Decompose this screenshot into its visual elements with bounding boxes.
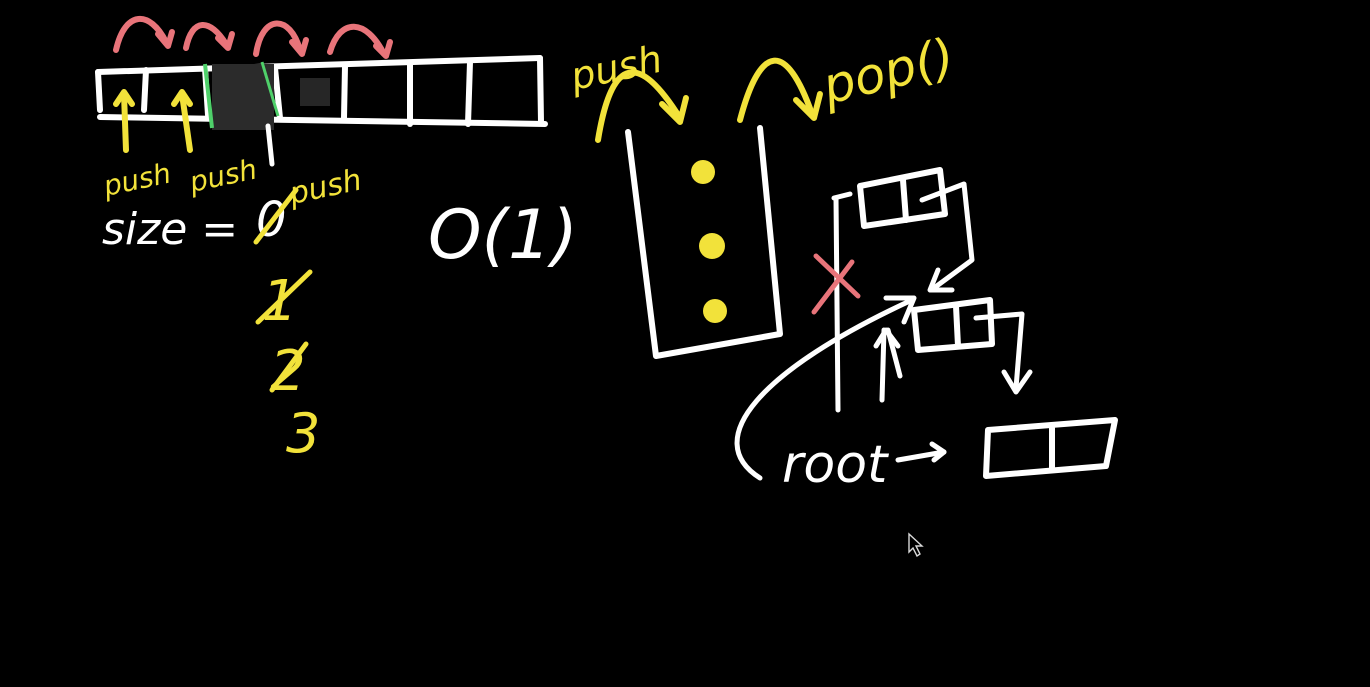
stack-arrows bbox=[595, 57, 823, 143]
complexity-label: O(1) bbox=[428, 196, 578, 275]
strike-0 bbox=[253, 187, 299, 245]
stack-pop-label: pop() bbox=[816, 27, 960, 116]
list-links bbox=[734, 181, 1033, 481]
stack-push-label: push bbox=[566, 37, 666, 99]
stack-container bbox=[625, 125, 783, 359]
stack-items bbox=[691, 160, 727, 323]
stack-item-1 bbox=[691, 160, 715, 184]
size-tally: 0 1 2 3 bbox=[253, 187, 320, 465]
array-erased-cells bbox=[203, 61, 330, 130]
shift-arrows bbox=[113, 15, 393, 59]
current-index-pointer bbox=[265, 123, 275, 167]
stack-item-2 bbox=[699, 233, 725, 259]
array-diagram: push push push size = 0 1 2 3 O(1) bbox=[95, 15, 578, 465]
root-label: root bbox=[782, 435, 889, 495]
pointer-arrow-icon bbox=[908, 532, 924, 558]
size-value-3: 3 bbox=[286, 402, 320, 465]
list-node-2 bbox=[911, 297, 995, 353]
push-pointers bbox=[113, 89, 193, 153]
strike-2 bbox=[269, 341, 309, 393]
push-label-1: push bbox=[100, 156, 174, 203]
size-label: size = bbox=[102, 204, 238, 255]
strike-1 bbox=[255, 269, 313, 325]
stack-item-3 bbox=[703, 299, 727, 323]
push-label-3: push bbox=[285, 162, 364, 212]
removed-link-x-icon bbox=[811, 253, 861, 315]
root-arrow bbox=[895, 441, 947, 463]
linked-list-diagram: root bbox=[734, 167, 1118, 495]
push-label-2: push bbox=[186, 152, 260, 199]
list-node-3 bbox=[983, 417, 1118, 479]
list-node-1 bbox=[857, 167, 948, 229]
list-nodes bbox=[857, 167, 1118, 479]
